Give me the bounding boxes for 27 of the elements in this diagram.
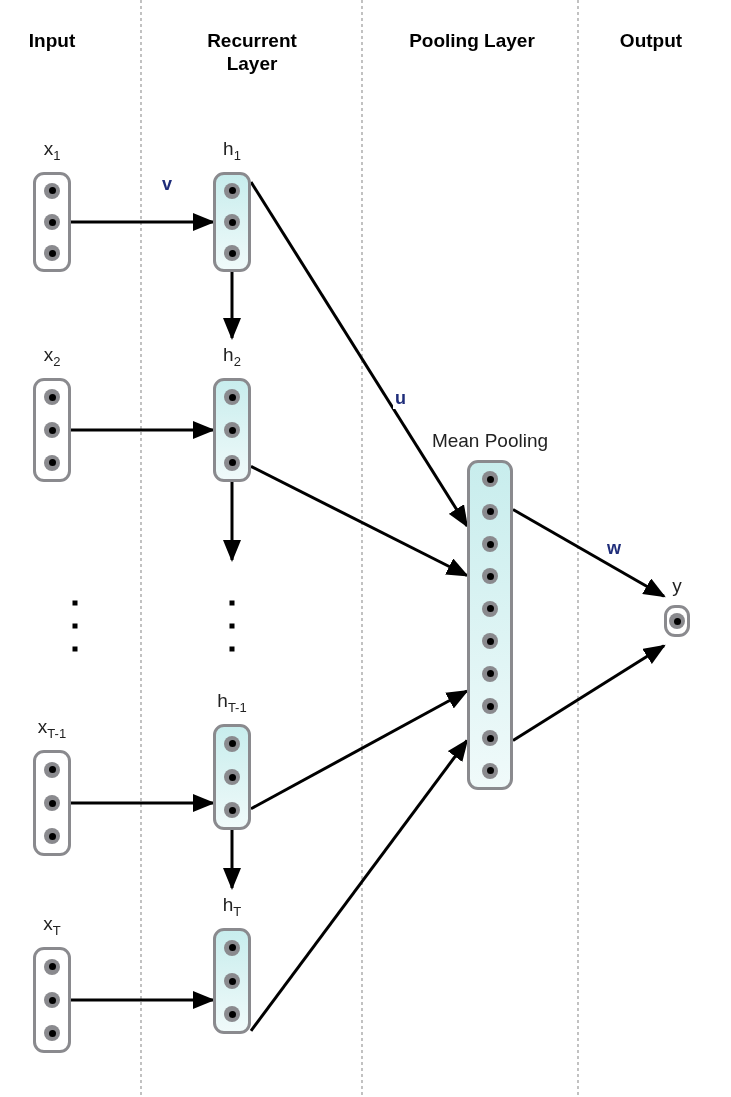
vector-label: h$_{T}$ (221, 894, 243, 920)
vector-label: h$_{1}$ (222, 138, 242, 164)
arrow (223, 272, 241, 340)
arrow (512, 644, 666, 742)
vector-label: y (671, 575, 683, 597)
vector-label: h$_{T-1}$ (216, 690, 248, 716)
arrow (512, 508, 666, 598)
vector-label: x$_{2}$ (42, 344, 62, 370)
vector-label: h$_{2}$ (222, 344, 242, 370)
arrow (250, 689, 469, 811)
arrow (223, 482, 241, 562)
arrow (249, 181, 469, 528)
vector-label: Mean Pooling (430, 430, 550, 452)
arrow (223, 830, 241, 890)
column-header: Output (618, 30, 684, 53)
arrow (249, 738, 469, 1032)
vector-label: x$_{T-1}$ (36, 716, 68, 742)
arrow (71, 421, 215, 439)
column-header: Pooling Layer (408, 30, 536, 53)
column-header: Recurrent Layer (206, 30, 298, 76)
arrow (250, 465, 469, 577)
vector-label: x$_{1}$ (42, 138, 62, 164)
vector-label: x$_{T}$ (42, 913, 62, 939)
arrow (71, 991, 215, 1009)
arrow (71, 213, 215, 231)
arrow (71, 794, 215, 812)
column-header: Input (27, 30, 77, 53)
